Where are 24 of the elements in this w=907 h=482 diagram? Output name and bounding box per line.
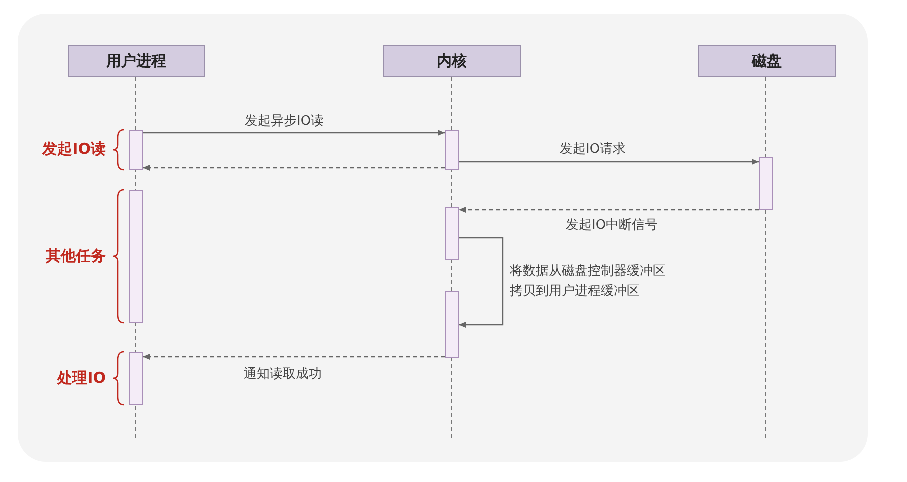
phase-label: 其他任务 [46,246,106,266]
activation-bar [759,157,773,210]
activation-bar [445,291,459,358]
edge-label: 发起异步IO读 [245,113,324,130]
phase-label: 处理IO [58,368,106,388]
activation-bar [129,352,143,405]
arrow [143,354,445,360]
participant-box: 磁盘 [698,45,836,77]
arrow [459,237,504,328]
edge-label: 将数据从磁盘控制器缓冲区拷贝到用户进程缓冲区 [510,263,666,301]
phase-label: 发起IO读 [42,140,106,159]
arrow [459,207,759,213]
arrow [459,159,759,165]
participant-box: 内核 [383,45,521,77]
activation-bar [445,130,459,170]
arrow [143,165,445,171]
activation-bar [129,190,143,323]
edge-label: 发起IO中断信号 [566,217,658,234]
arrow [143,130,445,136]
edge-label: 通知读取成功 [244,366,322,383]
participant-box: 用户进程 [68,45,205,77]
edge-label: 发起IO请求 [560,141,626,158]
activation-bar [129,130,143,170]
activation-bar [445,207,459,260]
